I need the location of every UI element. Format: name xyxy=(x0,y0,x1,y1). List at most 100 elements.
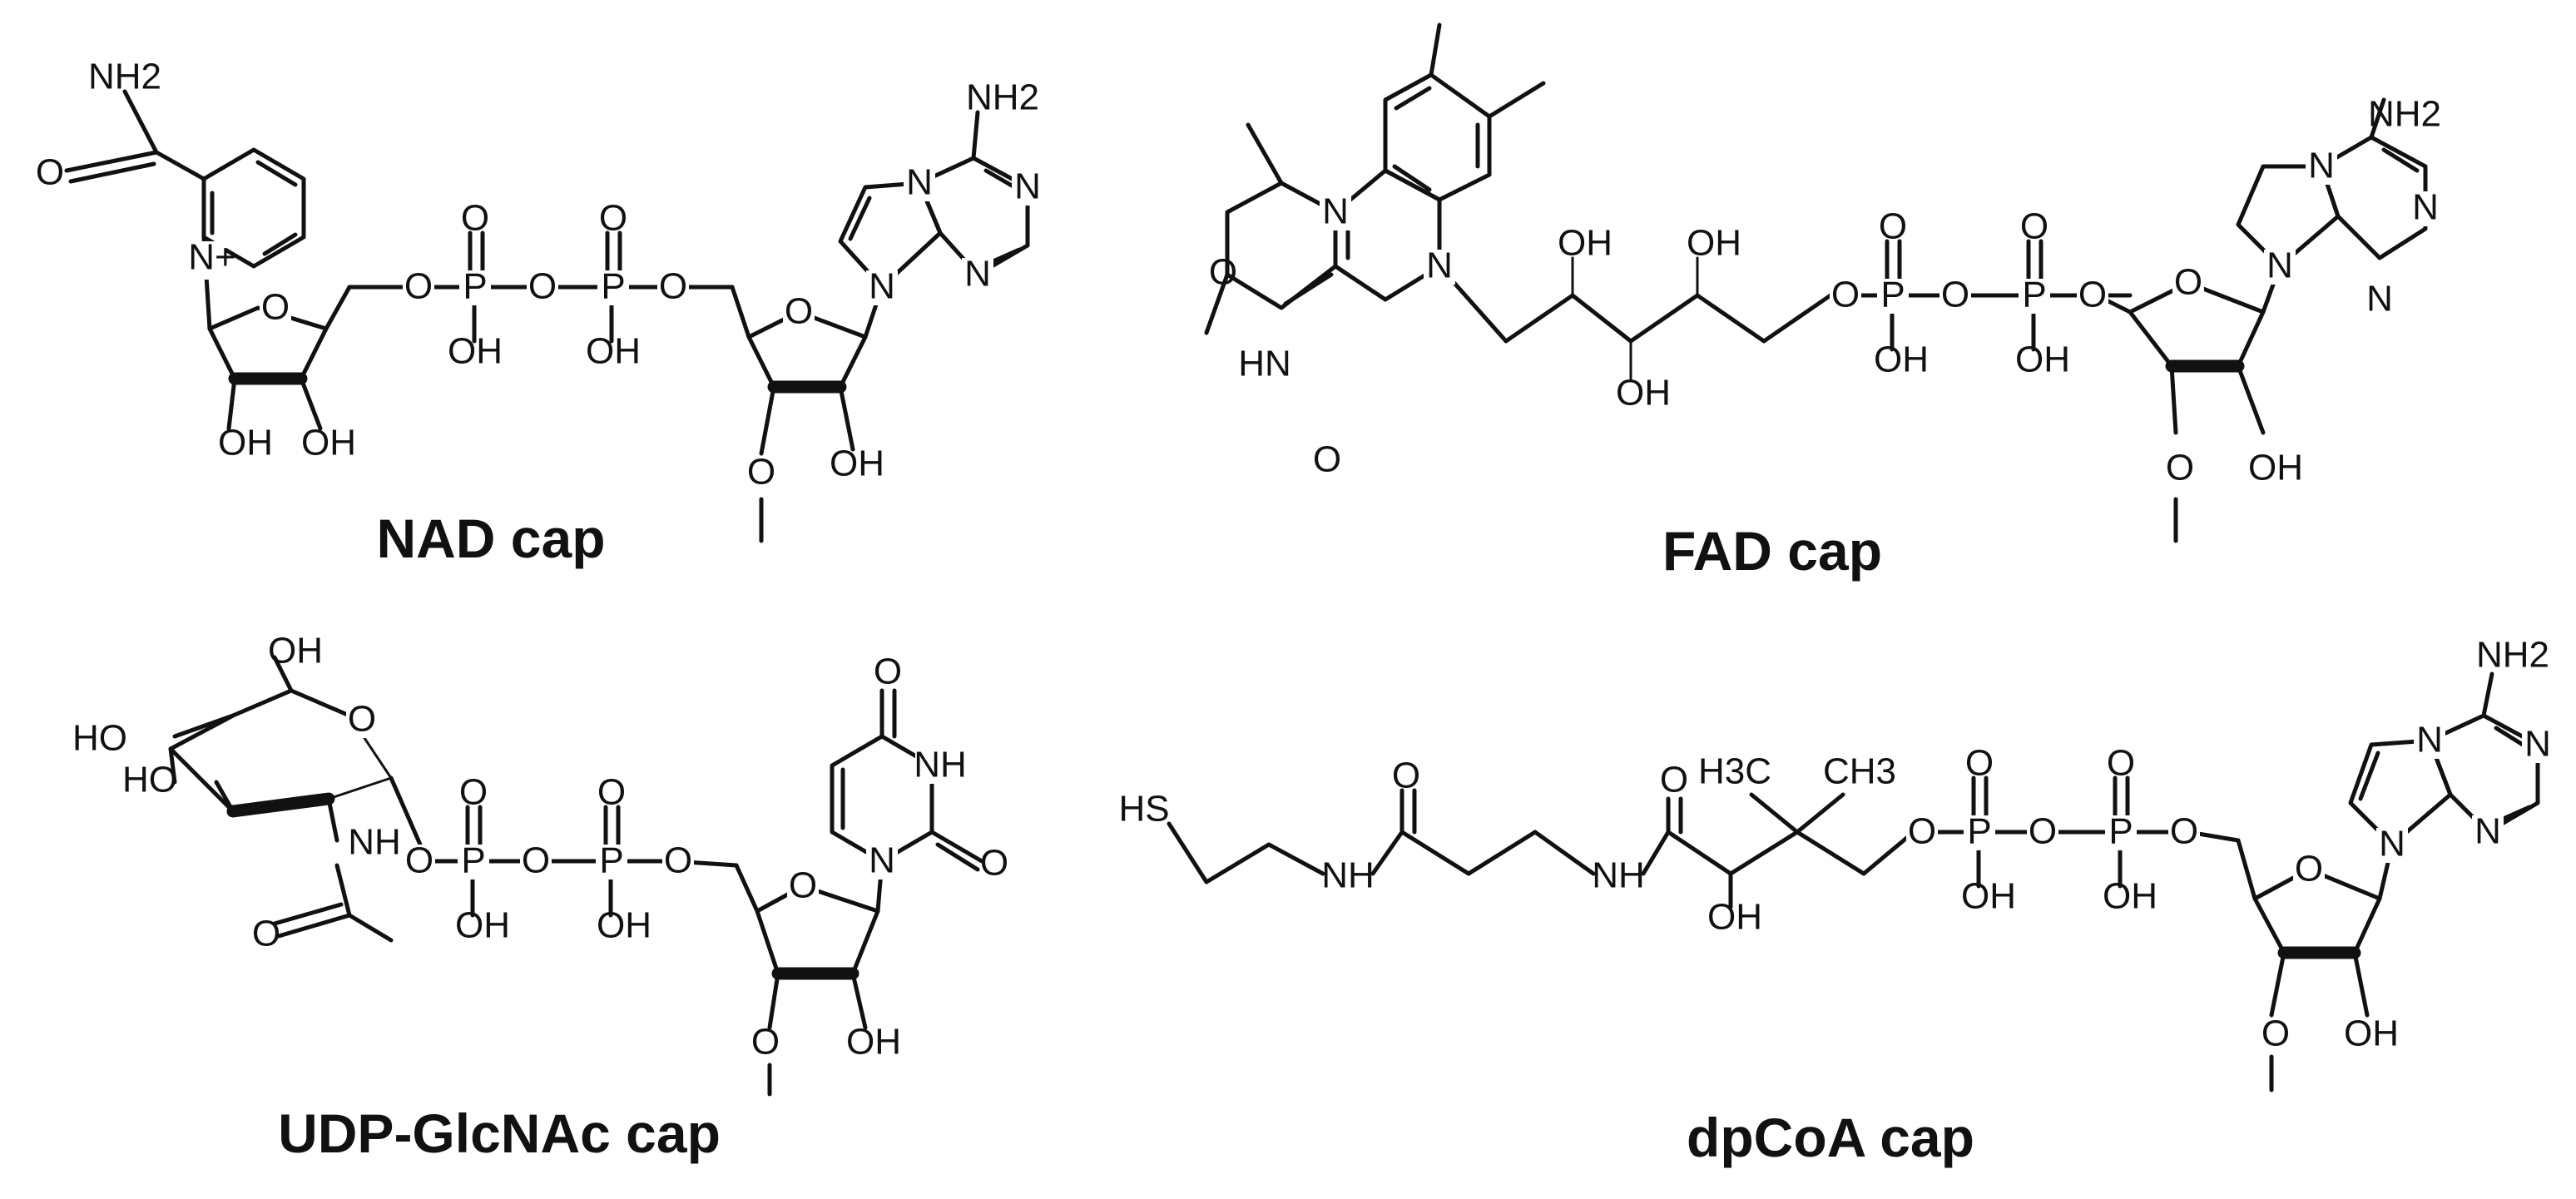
dpcoa-nh2-label: NH xyxy=(1592,855,1645,896)
fad-p1-oh-label: OH xyxy=(1874,339,1929,380)
dpcoa-methoxy-o-label: O xyxy=(2261,1013,2290,1054)
dpcoa-adenine-n3-label: N xyxy=(2474,811,2501,852)
nad-pyridinium-n-label: N+ xyxy=(188,237,235,278)
fad-p2-o-label: O xyxy=(2020,206,2048,247)
udp-oh6-label: OH xyxy=(268,631,323,671)
dpcoa-adenine-nh2-label: NH2 xyxy=(2476,635,2549,676)
dpcoa-p2-label: P xyxy=(2108,811,2133,852)
nad-o-link1-label: O xyxy=(404,266,433,307)
nad-p2-label: P xyxy=(601,266,625,307)
dpcoa-adenine-n9-label: N xyxy=(2379,824,2405,865)
fad-adenine-n9-label: N xyxy=(2266,245,2293,286)
nad-oh-c-label: OH xyxy=(830,443,884,484)
dpcoa-adenine-n7-label: N xyxy=(2416,720,2443,761)
dpcoa-adenine-n1-label: N xyxy=(2524,724,2551,765)
dpcoa-p1-label: P xyxy=(1967,811,1991,852)
dpcoa-p2-o-label: O xyxy=(2107,743,2135,784)
dpcoa-ribose-o-label: O xyxy=(2295,849,2323,889)
dpcoa-o2-label: O xyxy=(1660,760,1688,800)
dpcoa-atom-labels: HS NH O NH O OH H3C CH3 O P O OH O P O O… xyxy=(1118,635,2554,1054)
nad-p2-oh-label: OH xyxy=(586,331,641,372)
fad-o-link3-label: O xyxy=(2078,275,2107,315)
fad-oh1-label: OH xyxy=(1558,223,1612,264)
fad-o-bot-label: O xyxy=(1313,439,1341,480)
udp-p2-oh-label: OH xyxy=(597,905,651,946)
udp-acetyl-o-label: O xyxy=(252,914,280,954)
fad-methoxy-o-label: O xyxy=(2166,448,2194,488)
udp-glcnac-cap-title: UDP-GlcNAc cap xyxy=(278,1102,721,1164)
fad-hn-label: HN xyxy=(1238,344,1291,384)
fad-o-link1-label: O xyxy=(1831,275,1860,315)
nad-oh-a-label: OH xyxy=(218,423,273,463)
fad-ribose-o-label: O xyxy=(2174,262,2202,303)
dpcoa-p1-o-label: O xyxy=(1965,743,1994,784)
fad-adenine-n3-label: N xyxy=(2366,279,2393,320)
fad-oh2-label: OH xyxy=(1616,373,1671,414)
udp-uracil-n1-label: N xyxy=(869,840,895,881)
nad-methoxy-o-label: O xyxy=(747,452,775,493)
dpcoa-oh-label: OH xyxy=(1707,897,1762,938)
nad-adenine-n7-label: N xyxy=(906,162,933,203)
dpcoa-oh-c-label: OH xyxy=(2344,1013,2399,1054)
nad-ribose-o-label: O xyxy=(261,287,290,328)
udp-uracil-o2-label: O xyxy=(980,843,1008,884)
udp-uracil-o4-label: O xyxy=(874,652,902,692)
nad-adenine-nh2-label: NH2 xyxy=(966,77,1039,118)
dpcoa-h3c-label: H3C xyxy=(1698,751,1771,792)
nad-o-link3-label: O xyxy=(659,266,687,307)
fad-p2-label: P xyxy=(2022,275,2046,315)
fad-isoalloxazine-n-b-label: N xyxy=(1426,245,1453,286)
udp-ribose-o-label: O xyxy=(789,865,817,906)
fad-oh3-label: OH xyxy=(1687,223,1741,264)
udp-ho4-label: HO xyxy=(72,718,127,759)
udp-o-link1-label: O xyxy=(405,840,433,881)
dpcoa-p2-oh-label: OH xyxy=(2103,876,2157,917)
nad-o-link2-label: O xyxy=(528,266,557,307)
nad-ribose2-o-label: O xyxy=(785,291,813,332)
fad-p1-o-label: O xyxy=(1879,206,1907,247)
udp-methoxy-o-label: O xyxy=(751,1022,780,1063)
nad-amide-o-label: O xyxy=(36,152,64,193)
udp-p1-o-label: O xyxy=(459,772,488,813)
dpcoa-o-link1-label: O xyxy=(1908,811,1936,852)
udp-p1-oh-label: OH xyxy=(455,905,510,946)
fad-o-top-label: O xyxy=(1209,252,1237,293)
udp-p1-label: P xyxy=(461,840,485,881)
nad-oh-b-label: OH xyxy=(301,423,356,463)
udp-oh-c-label: OH xyxy=(846,1022,901,1063)
udp-glcnac-atom-labels: OH HO HO O NH O O P O OH O P O OH O O N xyxy=(72,631,1008,1063)
fad-cap-structure: O HN O N N OH OH OH O P O OH O P O OH O … xyxy=(1204,22,2441,582)
nad-p1-oh-label: OH xyxy=(448,331,503,372)
nad-amide-nh2-label: NH2 xyxy=(88,57,161,97)
fad-o-link2-label: O xyxy=(1941,275,1969,315)
udp-uracil-nh3-label: NH xyxy=(914,745,967,785)
udp-sugar-ring-o-label: O xyxy=(348,699,376,740)
nad-adenine-n3-label: N xyxy=(964,254,991,295)
dpcoa-ch3-label: CH3 xyxy=(1823,751,1896,792)
nad-cap-structure: NH2 O N+ O OH OH O P O OH O P O OH O O N xyxy=(36,57,1043,569)
fad-adenine-nh2-label: NH2 xyxy=(2368,94,2441,135)
nad-adenine-n9-label: N xyxy=(869,266,895,307)
dpcoa-cap-title: dpCoA cap xyxy=(1687,1107,1974,1168)
udp-o-link3-label: O xyxy=(664,840,692,881)
dpcoa-o1-label: O xyxy=(1392,756,1420,796)
udp-glcnac-cap-structure: OH HO HO O NH O O P O OH O P O OH O O N xyxy=(72,631,1008,1164)
udp-p2-o-label: O xyxy=(597,772,626,813)
nad-p1-o-label: O xyxy=(461,198,489,239)
dpcoa-nh1-label: NH xyxy=(1321,855,1375,896)
udp-p2-label: P xyxy=(599,840,623,881)
udp-o-link2-label: O xyxy=(522,840,550,881)
nad-p1-label: P xyxy=(463,266,487,307)
fad-atom-labels: O HN O N N OH OH OH O P O OH O P O OH O … xyxy=(1209,94,2441,488)
fad-p1-label: P xyxy=(1880,275,1905,315)
dpcoa-cap-structure: HS NH O NH O OH H3C CH3 O P O OH O P O O… xyxy=(1118,635,2554,1168)
fad-adenine-n7-label: N xyxy=(2308,146,2335,186)
fad-oh-c-label: OH xyxy=(2248,448,2303,488)
dpcoa-p1-oh-label: OH xyxy=(1961,876,2016,917)
dpcoa-o-link2-label: O xyxy=(2029,811,2057,852)
udp-ho3-label: HO xyxy=(122,760,177,800)
fad-cap-title: FAD cap xyxy=(1662,520,1882,582)
nad-atom-labels: NH2 O N+ O OH OH O P O OH O P O OH O O N xyxy=(36,57,1043,493)
dpcoa-hs-label: HS xyxy=(1118,789,1169,830)
